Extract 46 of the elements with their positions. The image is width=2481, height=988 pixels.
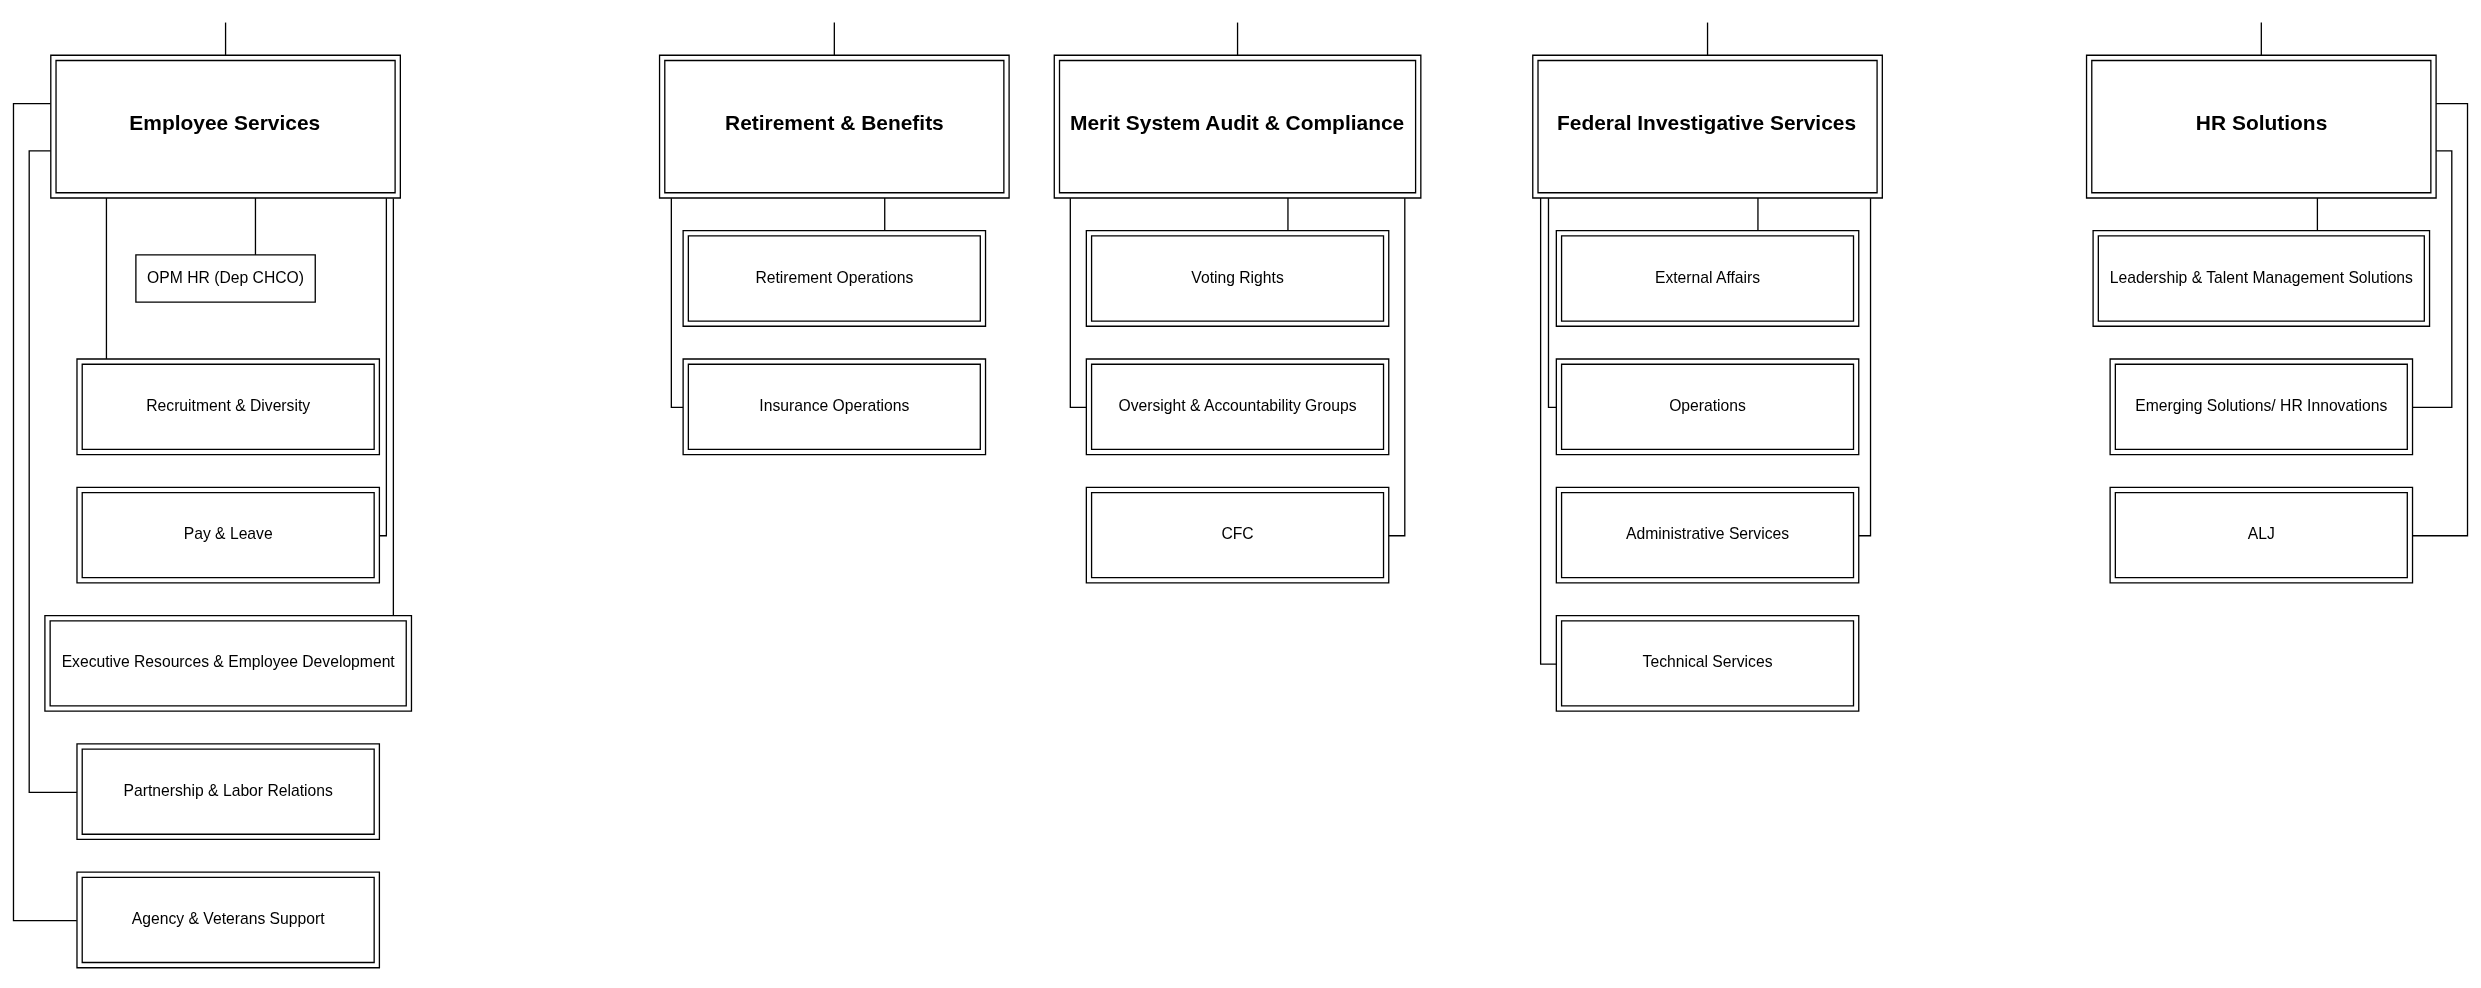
node-box: CFC xyxy=(1085,486,1390,584)
node-box: Technical Services xyxy=(1555,614,1860,712)
connector xyxy=(884,196,886,231)
node-box: Pay & Leave xyxy=(76,486,381,584)
node-box: ALJ xyxy=(2109,486,2414,584)
connector xyxy=(1236,21,1239,56)
node-box: Executive Resources & Employee Development xyxy=(44,614,413,712)
node-box: Emerging Solutions/ HR Innovations xyxy=(2109,357,2414,455)
connector xyxy=(12,102,78,921)
node-box: Voting Rights xyxy=(1085,229,1390,327)
node-box: Recruitment & Diversity xyxy=(76,357,381,455)
connector xyxy=(1547,197,1557,408)
connector xyxy=(1757,196,1759,231)
connector xyxy=(833,21,835,56)
node-box: Partnership & Labor Relations xyxy=(76,742,381,840)
connector xyxy=(1388,197,1406,536)
node-box: External Affairs xyxy=(1555,229,1860,327)
connector xyxy=(105,196,108,359)
connector xyxy=(1539,196,1557,665)
node-box: OPM HR (Dep CHCO) xyxy=(135,253,316,303)
connector xyxy=(2260,21,2262,56)
connector xyxy=(28,149,78,793)
node-box: Merit System Audit & Compliance xyxy=(1053,54,1422,199)
node-box: Administrative Services xyxy=(1555,486,1860,584)
connector xyxy=(224,21,227,56)
node-box: Retirement Operations xyxy=(682,229,987,327)
node-box: Employee Services xyxy=(50,54,401,199)
node-box: HR Solutions xyxy=(2085,54,2437,199)
node-box: Agency & Veterans Support xyxy=(76,871,381,968)
node-box: Oversight & Accountability Groups xyxy=(1085,357,1390,455)
connector xyxy=(1706,21,1709,56)
node-box: Federal Investigative Services xyxy=(1532,54,1883,199)
node-box: Operations xyxy=(1555,357,1860,455)
connector xyxy=(1287,196,1289,231)
node-box: Retirement & Benefits xyxy=(658,54,1010,199)
connector xyxy=(378,197,388,536)
node-box: Insurance Operations xyxy=(682,357,987,455)
connector xyxy=(2412,149,2453,408)
connector xyxy=(1858,197,1872,536)
connector xyxy=(2412,102,2469,536)
node-box: Leadership & Talent Management Solutions xyxy=(2092,229,2431,327)
connector xyxy=(254,196,257,255)
connector xyxy=(670,197,684,408)
connector xyxy=(1069,197,1087,408)
connector xyxy=(392,197,395,616)
connector xyxy=(2316,196,2319,231)
